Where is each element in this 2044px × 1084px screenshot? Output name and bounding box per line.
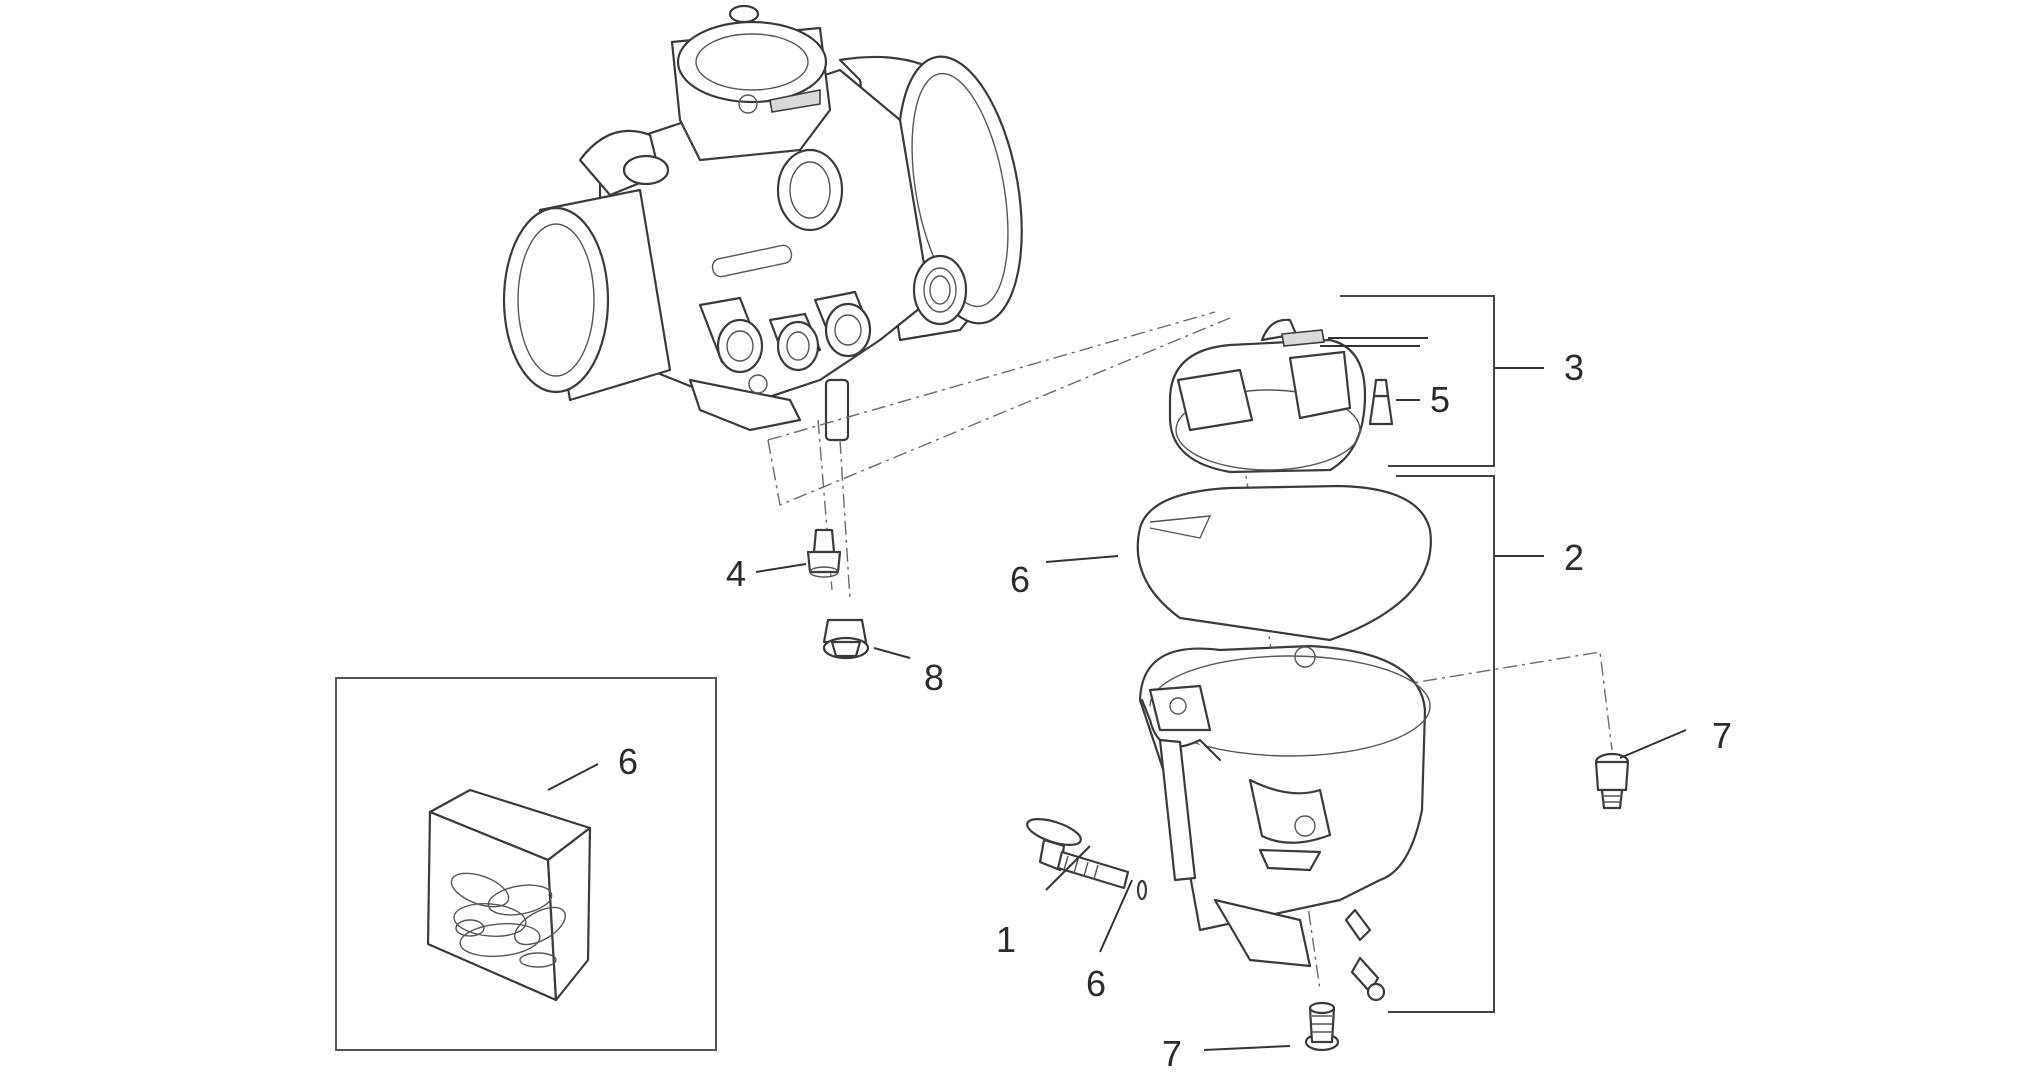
callout-7-bottom: 7 — [1162, 1033, 1182, 1074]
oring-kit-inset — [335, 677, 717, 1051]
callout-4: 4 — [726, 553, 746, 594]
callout-3: 3 — [1564, 347, 1584, 388]
float-part-3 — [1168, 318, 1428, 474]
callout-2: 2 — [1564, 537, 1584, 578]
leader-lines — [547, 367, 1687, 1051]
float-bowl-part-2 — [1138, 644, 1431, 1002]
screw-oring-part-6 — [1136, 879, 1148, 901]
callout-7-side: 7 — [1712, 715, 1732, 756]
gasket-part-6 — [1136, 484, 1432, 642]
drain-plug-part-8 — [822, 618, 870, 660]
callout-6-screw: 6 — [1086, 963, 1106, 1004]
main-jet-part-4 — [806, 528, 842, 578]
inset-frame — [335, 677, 717, 1051]
callout-8: 8 — [924, 657, 944, 698]
callout-5: 5 — [1430, 379, 1450, 420]
callout-labels: 3 5 2 6 4 8 7 6 1 6 7 — [618, 347, 1732, 1074]
callout-1: 1 — [996, 919, 1016, 960]
idle-screw-part-1 — [1026, 818, 1130, 890]
carburetor-body — [502, 4, 1023, 442]
screw-part-7-bottom — [1304, 1001, 1340, 1052]
callout-6-gasket: 6 — [1010, 559, 1030, 600]
callout-6-kit: 6 — [618, 741, 638, 782]
assembly-brackets — [1340, 295, 1495, 1013]
float-needle-part-5 — [1368, 378, 1394, 426]
screw-part-7-side — [1594, 752, 1630, 810]
